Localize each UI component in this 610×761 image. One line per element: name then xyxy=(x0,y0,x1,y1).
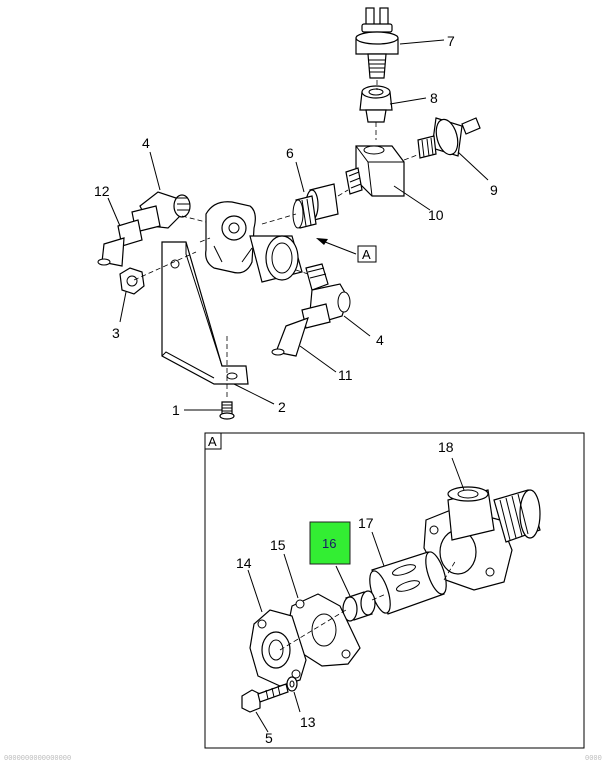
callout-16: 16 xyxy=(322,536,336,551)
assembly-centerlines xyxy=(133,80,421,398)
part-16-spacer[interactable] xyxy=(342,590,376,622)
valve-body[interactable] xyxy=(205,201,303,283)
callout-3: 3 xyxy=(112,325,120,341)
callout-1: 1 xyxy=(172,402,180,418)
callout-12: 12 xyxy=(94,183,110,199)
callout-2: 2 xyxy=(278,399,286,415)
callout-6: 6 xyxy=(286,145,294,161)
callout-9: 9 xyxy=(490,182,498,198)
part-13-washer[interactable] xyxy=(286,676,298,692)
part-1-bolt[interactable] xyxy=(219,401,235,420)
callout-8: 8 xyxy=(430,90,438,106)
part-7-pressure-switch[interactable] xyxy=(355,7,399,79)
part-9-sender[interactable] xyxy=(417,117,481,159)
callout-4-lower: 4 xyxy=(376,332,384,348)
part-4-elbow-upper[interactable] xyxy=(131,191,191,233)
callout-10: 10 xyxy=(428,207,444,223)
footer-code-right: 0000 xyxy=(585,755,602,761)
detail-view-a: A xyxy=(204,432,585,749)
callout-7: 7 xyxy=(447,33,455,49)
callout-17: 17 xyxy=(358,515,374,531)
part-12-hose[interactable] xyxy=(97,219,143,267)
part-8-adapter[interactable] xyxy=(359,85,393,123)
part-6-fitting[interactable] xyxy=(292,183,339,229)
detail-view-label: A xyxy=(208,434,217,449)
part-3-nut[interactable] xyxy=(119,267,145,295)
callout-18: 18 xyxy=(438,439,454,455)
footer-code-left: 0000000000000000 xyxy=(4,755,71,761)
callout-14: 14 xyxy=(236,555,252,571)
highlight-part-16[interactable]: 16 xyxy=(309,521,351,565)
part-18-housing[interactable] xyxy=(423,486,541,591)
view-a-pointer-label: A xyxy=(362,247,371,262)
detail-centerline xyxy=(279,559,457,651)
part-17-sleeve[interactable] xyxy=(366,550,451,616)
part-14-flange[interactable] xyxy=(249,609,307,687)
part-11-hose[interactable] xyxy=(271,303,331,357)
view-a-pointer: A xyxy=(316,238,377,263)
leader-lines-top xyxy=(107,39,489,411)
leader-lines-detail xyxy=(247,457,465,733)
part-5-bolt[interactable] xyxy=(241,683,289,713)
callout-11: 11 xyxy=(338,367,353,383)
callout-13: 13 xyxy=(300,714,316,730)
callout-4-upper: 4 xyxy=(142,135,150,151)
part-10-tee-block[interactable] xyxy=(345,145,405,197)
part-2-bracket[interactable] xyxy=(161,241,249,385)
callout-5: 5 xyxy=(265,730,273,746)
callout-15: 15 xyxy=(270,537,286,553)
